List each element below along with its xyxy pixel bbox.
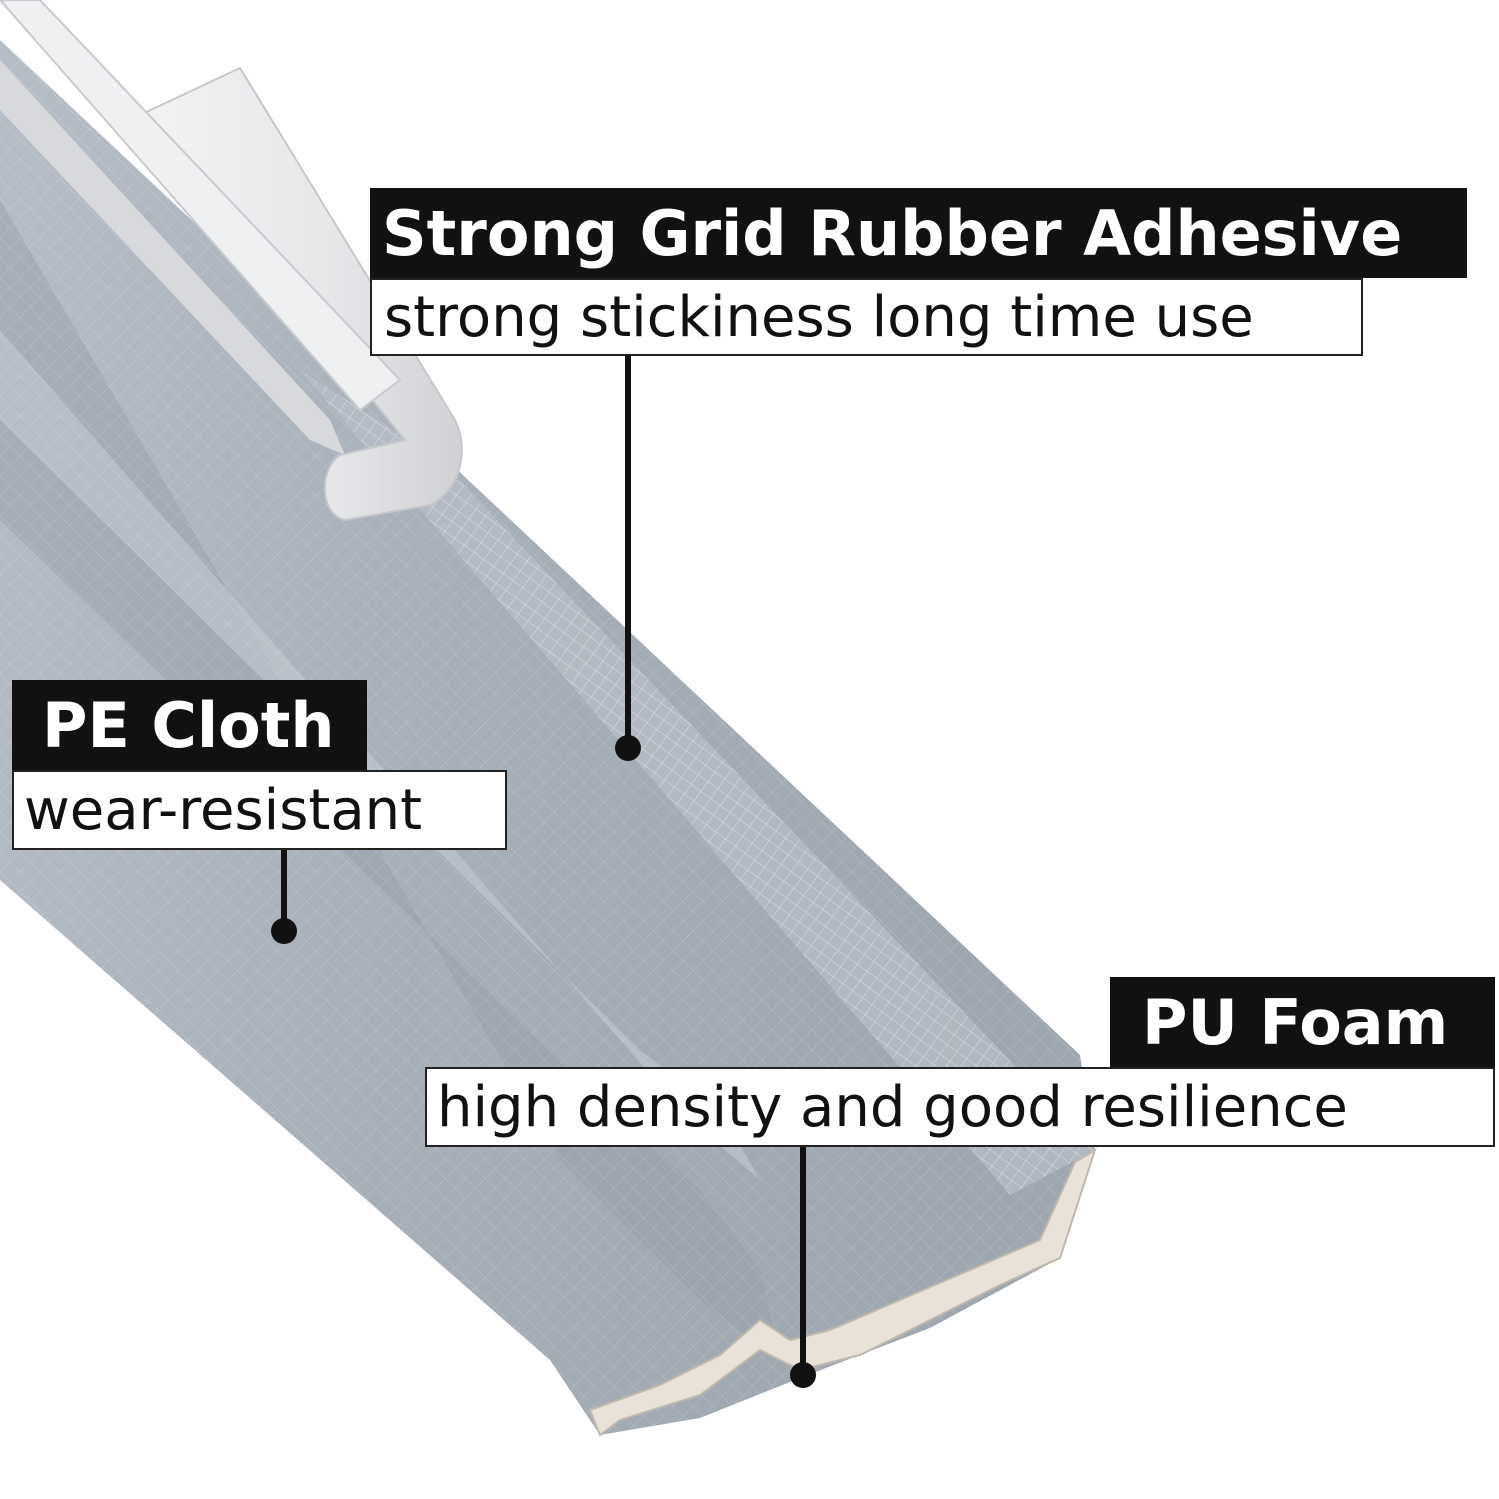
pu-foam-subtitle-text: high density and good resilience [437,1074,1348,1140]
pu-foam-subtitle: high density and good resilience [425,1067,1495,1147]
adhesive-leader-line [625,356,631,746]
liner-back [0,60,345,455]
leader-dot-icon [790,1362,816,1388]
pe-cloth-subtitle-text: wear-resistant [24,777,423,843]
adhesive-title: Strong Grid Rubber Adhesive [370,188,1467,278]
adhesive-subtitle-text: strong stickiness long time use [384,284,1254,350]
pe-cloth-subtitle: wear-resistant [12,770,507,850]
foam-cross-section [588,1147,1097,1437]
pu-foam-title-text: PU Foam [1142,985,1449,1059]
leader-dot-icon [271,918,297,944]
pu-foam-leader-line [800,1147,806,1372]
pe-cloth-title: PE Cloth [12,680,367,770]
release-liner [0,0,463,522]
adhesive-title-text: Strong Grid Rubber Adhesive [382,196,1403,270]
pu-foam-title: PU Foam [1110,977,1495,1067]
pe-cloth-title-text: PE Cloth [42,688,335,762]
leader-dot-icon [615,735,641,761]
adhesive-subtitle: strong stickiness long time use [370,278,1363,356]
pe-cloth-leader-line [281,850,287,930]
